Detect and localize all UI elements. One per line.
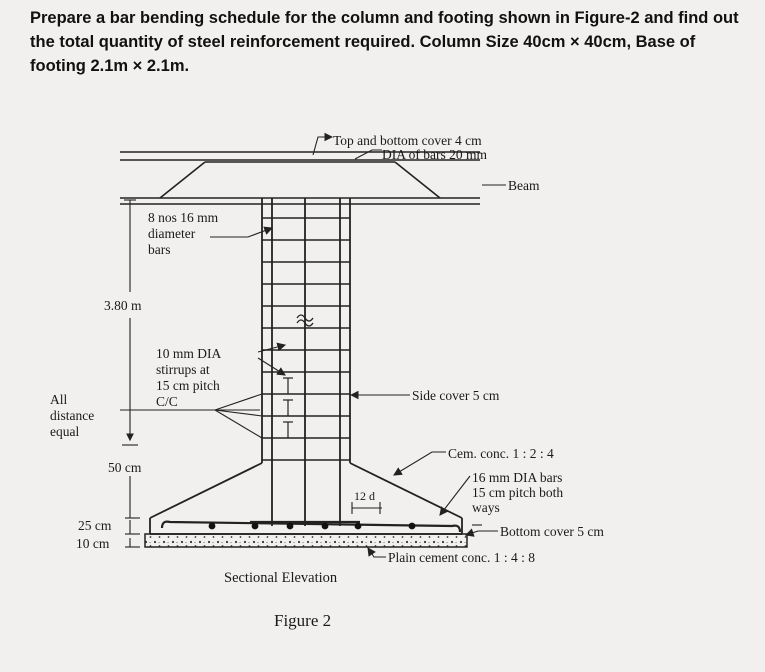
stirrups-label-2: stirrups at: [156, 362, 210, 377]
dim-12d-label: 12 d: [354, 489, 375, 503]
dimension-lines: [122, 199, 382, 548]
bottom-cover-label: Bottom cover 5 cm: [500, 524, 604, 539]
stirrup-spacing-marks: [283, 377, 293, 438]
main-bars-label-1: 8 nos 16 mm: [148, 210, 219, 225]
all-distance-label-1: All: [50, 392, 68, 407]
beam-label: Beam: [508, 178, 540, 193]
figure-caption: Figure 2: [274, 611, 331, 630]
main-bars-label-3: bars: [148, 242, 171, 257]
side-cover-label: Side cover 5 cm: [412, 388, 500, 403]
stirrups-label-4: C/C: [156, 394, 178, 409]
top-cover-label: Top and bottom cover 4 cm: [333, 133, 482, 148]
dim-25-label: 25 cm: [78, 518, 112, 533]
stirrups-label-1: 10 mm DIA: [156, 346, 221, 361]
plain-cement-concrete-bed: [144, 533, 468, 548]
footing-reinforcement: [160, 520, 462, 533]
footing-bars-label-3: ways: [472, 500, 500, 515]
cem-conc-label: Cem. conc. 1 : 2 : 4: [448, 446, 554, 461]
plain-conc-label: Plain cement conc. 1 : 4 : 8: [388, 550, 535, 565]
footing-bars-label-1: 16 mm DIA bars: [472, 470, 562, 485]
footing-bar-dots: [208, 522, 416, 530]
column-stirrups: [262, 217, 350, 461]
dim-50-label: 50 cm: [108, 460, 142, 475]
question-text: Prepare a bar bending schedule for the c…: [30, 9, 739, 75]
height-label: 3.80 m: [104, 298, 142, 313]
beam: [120, 151, 480, 205]
stirrups-label-3: 15 cm pitch: [156, 378, 220, 393]
dim-10-label: 10 cm: [76, 536, 110, 551]
all-distance-label-2: distance: [50, 408, 94, 423]
break-marks: [296, 314, 314, 327]
dia-bars-label: DIA of bars 20 mm: [382, 147, 487, 162]
column: [261, 198, 351, 526]
leader-lines: [120, 132, 506, 558]
section-caption: Sectional Elevation: [224, 570, 338, 586]
all-distance-label-3: equal: [50, 424, 79, 439]
main-bars-label-2: diameter: [148, 226, 196, 241]
footing-bars-label-2: 15 cm pitch both: [472, 485, 563, 500]
